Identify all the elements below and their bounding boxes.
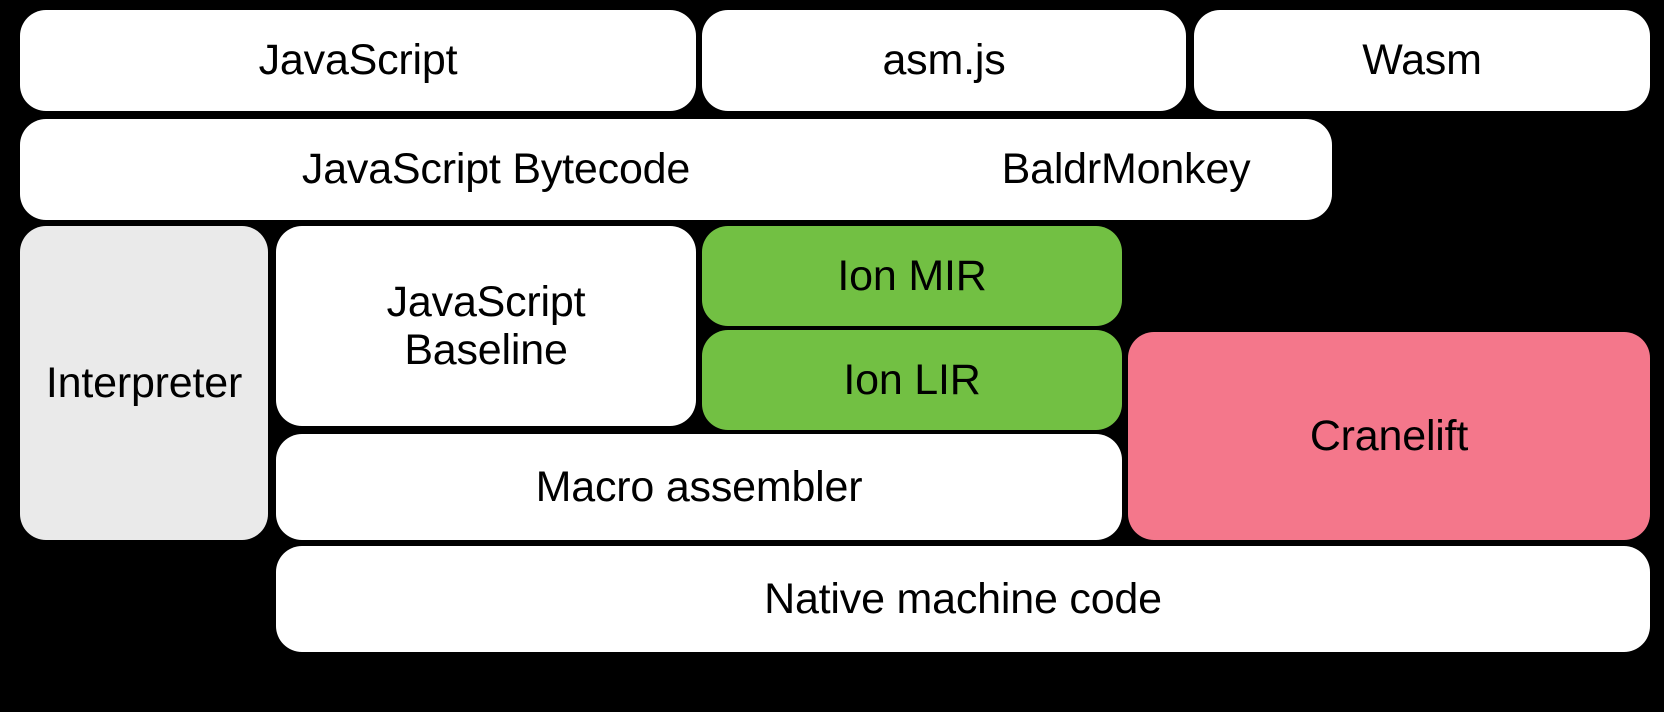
node-native-machine-code: Native machine code	[276, 546, 1650, 652]
node-asmjs: asm.js	[702, 10, 1186, 111]
node-javascript-baseline: JavaScript Baseline	[276, 226, 696, 426]
node-interpreter: Interpreter	[20, 226, 268, 540]
node-ion-lir: Ion LIR	[702, 330, 1122, 430]
node-ion-mir: Ion MIR	[702, 226, 1122, 326]
node-wasm: Wasm	[1194, 10, 1650, 111]
node-javascript: JavaScript	[20, 10, 696, 111]
node-cranelift: Cranelift	[1128, 332, 1650, 540]
node-macro-assembler: Macro assembler	[276, 434, 1122, 540]
node-baldrmonkey: BaldrMonkey	[920, 119, 1332, 220]
node-javascript-bytecode: JavaScript Bytecode	[20, 119, 972, 220]
